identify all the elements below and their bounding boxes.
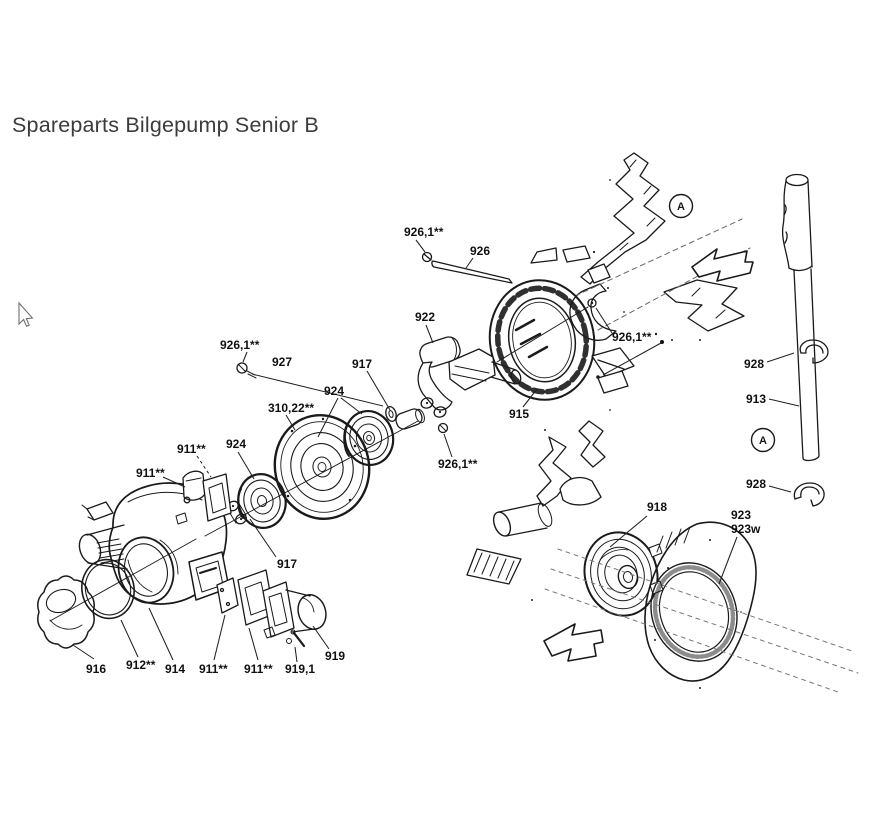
assembly-axis-lines	[49, 420, 419, 622]
hull-cutout-bottom-drawing	[466, 409, 611, 601]
part-label-911-: 911**	[177, 442, 206, 456]
leader-line-919	[312, 625, 330, 650]
leader-line-913	[768, 398, 800, 407]
part-915-clamp-ring-drawing	[488, 245, 635, 401]
part-label-924: 924	[226, 437, 246, 451]
leader-line-924	[237, 451, 255, 480]
mouse-cursor	[18, 301, 34, 328]
part-911-valve-upper-drawing	[182, 470, 232, 522]
part-label-926-1-: 926,1**	[438, 457, 478, 471]
leader-line-924	[317, 397, 339, 438]
leader-lines	[72, 239, 800, 663]
leader-dot	[660, 340, 664, 344]
part-label-310-22-: 310,22**	[268, 401, 314, 415]
part-927-screw-drawing	[236, 362, 257, 379]
leader-line-914	[148, 607, 174, 661]
direction-arrow-top	[691, 248, 754, 282]
part-912-oring-drawing	[81, 558, 135, 620]
part-label-913: 913	[746, 392, 766, 406]
leader-line-911**	[162, 476, 186, 488]
part-label-917: 917	[277, 557, 297, 571]
detail-marker-circle	[668, 193, 694, 219]
part-label-928: 928	[746, 477, 766, 491]
leader-line-926,1**	[242, 351, 248, 363]
part-label-912-: 912**	[126, 658, 156, 672]
part-926-pin-drawing	[421, 251, 513, 284]
part-label-911-: 911**	[136, 466, 165, 480]
part-label-923: 923	[731, 508, 751, 522]
page-title: Spareparts Bilgepump Senior B	[12, 113, 319, 137]
part-911-valve-lower-drawing	[216, 569, 275, 626]
detail-marker-letter: A	[677, 201, 685, 213]
leader-line-922	[425, 324, 434, 344]
part-label-927: 927	[272, 355, 292, 369]
part-label-916: 916	[86, 662, 106, 676]
part-label-926-1-: 926,1**	[220, 338, 260, 352]
part-916-knob-drawing	[37, 575, 95, 649]
leader-line-926,1**	[595, 307, 613, 334]
leader-line-923w	[718, 536, 738, 585]
leader-line-310,22**	[285, 414, 296, 431]
part-922-handle-drawing	[385, 336, 522, 434]
leader-line-926	[465, 257, 474, 269]
leader-line-911**	[248, 627, 259, 661]
leader-line-915	[522, 388, 538, 408]
leader-line-927	[251, 373, 384, 407]
leader-line-926,1**	[602, 342, 662, 376]
part-928-clip-on-rod-drawing	[799, 339, 829, 364]
leader-line-916	[72, 644, 95, 660]
leader-line-924	[340, 397, 363, 415]
leader-line-917	[249, 518, 277, 558]
part-918-disc-drawing	[583, 531, 664, 617]
leader-line-928	[768, 485, 792, 493]
leader-line-928	[766, 352, 795, 363]
leader-line-926,1**	[415, 239, 426, 253]
leader-line-912**	[120, 619, 139, 658]
direction-arrow-bottom	[543, 623, 604, 662]
leader-line-926,1**	[443, 433, 453, 458]
part-label-919-1: 919,1	[285, 662, 315, 676]
leader-line-917	[366, 370, 391, 411]
part-label-911-: 911**	[244, 662, 273, 676]
dashed-axis-bottom	[544, 548, 859, 693]
part-310-22-diaphragm-drawing	[273, 414, 371, 520]
part-label-926-1-: 926,1**	[612, 330, 652, 344]
part-928-clip-part-drawing	[793, 482, 825, 507]
part-924-disc-medium-drawing	[343, 410, 395, 466]
part-label-923w: 923w	[731, 522, 761, 536]
detail-marker-letter: A	[759, 435, 767, 447]
leader-line-918	[609, 515, 648, 548]
part-label-924: 924	[324, 384, 344, 398]
part-label-919: 919	[325, 649, 345, 663]
part-label-926-1-: 926,1**	[404, 225, 444, 239]
part-label-926: 926	[470, 244, 490, 258]
part-label-922: 922	[415, 310, 435, 324]
part-label-914: 914	[165, 662, 185, 676]
part-label-918: 918	[647, 500, 667, 514]
part-label-915: 915	[509, 407, 529, 421]
part-label-928: 928	[744, 357, 764, 371]
hull-cutout-top-drawing	[569, 152, 745, 341]
part-label-917: 917	[352, 357, 372, 371]
part-labels: 926,1** 926 922 917 926,1** 927 924 310,22** 924…	[86, 225, 766, 676]
leader-line-911**	[196, 455, 212, 478]
leader-line-919,1	[294, 646, 298, 663]
part-tube-drawing	[492, 502, 553, 537]
leader-line-911**	[213, 614, 226, 661]
detail-marker-circle	[750, 427, 776, 453]
detail-markers: AA	[668, 193, 776, 453]
part-919-elbow-drawing	[262, 581, 327, 648]
part-label-911-: 911**	[199, 662, 228, 676]
part-923-mounting-plate-drawing	[644, 521, 757, 689]
part-913-rod-drawing	[781, 173, 820, 462]
